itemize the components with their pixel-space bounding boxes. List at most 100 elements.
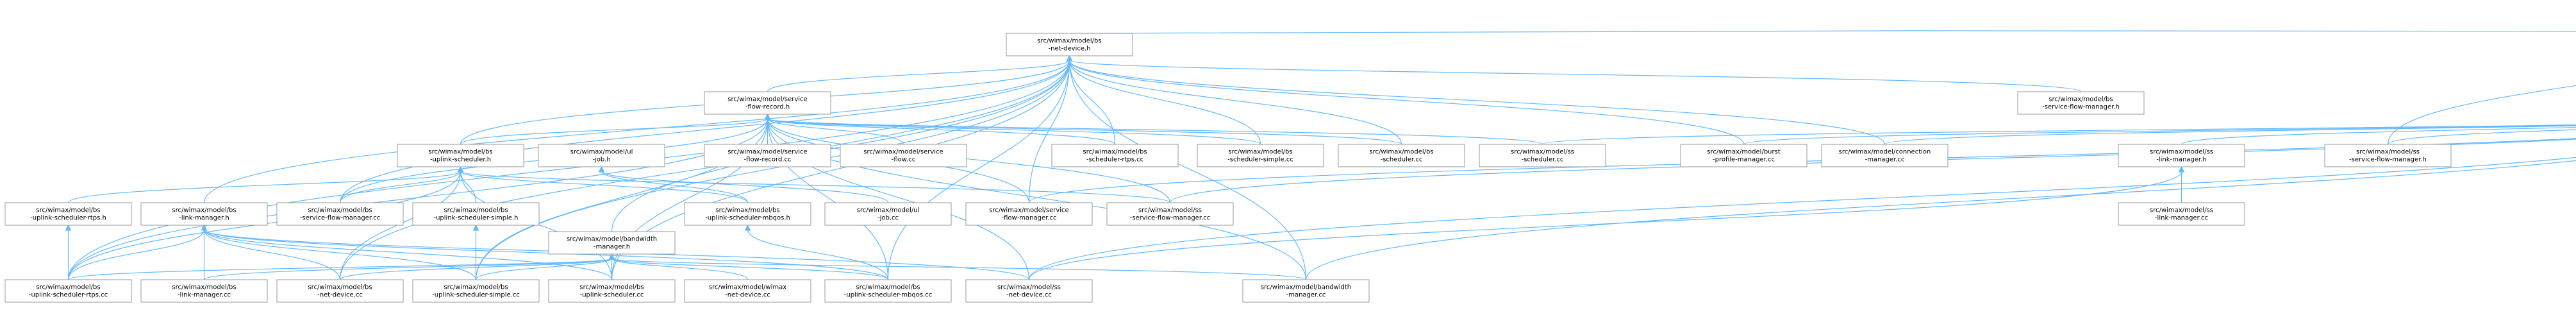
node-box[interactable] (1106, 202, 1234, 226)
node-box[interactable] (412, 279, 540, 303)
graph-node-ss-service-flow-manager-cc[interactable]: src/wimax/model/ss-service-flow-manager.… (1106, 202, 1234, 226)
node-box[interactable] (1338, 144, 1465, 167)
node-label-line: src/wimax/model/connection (1839, 149, 1931, 156)
node-box[interactable] (412, 202, 540, 226)
node-box[interactable] (1680, 144, 1807, 167)
node-box[interactable] (276, 279, 404, 303)
node-label-line: -manager.h (594, 244, 630, 251)
graph-node-bs-net-device-h[interactable]: src/wimax/model/bs-net-device.h (1006, 33, 1133, 56)
node-box[interactable] (548, 231, 676, 255)
node-label-line: src/wimax/model/service (989, 207, 1068, 214)
graph-node-bandwidth-manager-h[interactable]: src/wimax/model/bandwidth-manager.h (548, 231, 676, 255)
graph-node-bs-uplink-scheduler-h[interactable]: src/wimax/model/bs-uplink-scheduler.h (397, 144, 524, 167)
graph-node-service-flow-cc[interactable]: src/wimax/model/service-flow.cc (840, 144, 967, 167)
node-box[interactable] (4, 202, 132, 226)
node-box[interactable] (1006, 33, 1133, 56)
graph-node-connection-manager-cc[interactable]: src/wimax/model/connection-manager.cc (1821, 144, 1949, 167)
node-box[interactable] (276, 202, 404, 226)
node-label-line: src/wimax/model/bs (444, 284, 508, 291)
graph-node-bs-service-flow-manager-cc[interactable]: src/wimax/model/bs-service-flow-manager.… (276, 202, 404, 226)
graph-node-bs-uplink-scheduler-rtps-cc[interactable]: src/wimax/model/bs-uplink-scheduler-rtps… (4, 279, 132, 303)
node-label-line: -uplink-scheduler-mbqos.h (705, 215, 790, 222)
graph-node-service-flow-record-cc[interactable]: src/wimax/model/service-flow-record.cc (704, 144, 831, 167)
graph-node-burst-profile-manager-cc[interactable]: src/wimax/model/burst-profile-manager.cc (1680, 144, 1807, 167)
nodes-layer: src/wimax/model/ipcs-classifier.hsrc/wim… (4, 33, 2452, 303)
node-box[interactable] (548, 279, 676, 303)
graph-node-bs-link-manager-cc[interactable]: src/wimax/model/bs-link-manager.cc (140, 279, 268, 303)
graph-node-bs-net-device-cc[interactable]: src/wimax/model/bs-net-device.cc (276, 279, 404, 303)
graph-node-bs-service-flow-manager-h[interactable]: src/wimax/model/bs-service-flow-manager.… (2017, 91, 2145, 115)
graph-node-bs-scheduler-cc[interactable]: src/wimax/model/bs-scheduler.cc (1338, 144, 1465, 167)
node-label-line: -profile-manager.cc (1713, 157, 1775, 164)
node-box[interactable] (824, 279, 952, 303)
node-box[interactable] (1051, 144, 1179, 167)
edge-bs-uplink-scheduler-h-to-bs-uplink-scheduler-mbqos-h (460, 171, 749, 203)
edge-service-flow-record-h-to-bs-scheduler-simple-cc (767, 118, 1261, 145)
node-box[interactable] (140, 279, 268, 303)
graph-node-ss-net-device-cc[interactable]: src/wimax/model/ss-net-device.cc (965, 279, 1093, 303)
node-box[interactable] (538, 144, 665, 167)
edge-bs-uplink-scheduler-h-to-bs-service-flow-manager-cc (339, 171, 461, 203)
node-box[interactable] (684, 202, 811, 226)
graph-node-bs-uplink-scheduler-mbqos-h[interactable]: src/wimax/model/bs-uplink-scheduler-mbqo… (684, 202, 811, 226)
graph-node-bs-uplink-scheduler-simple-cc[interactable]: src/wimax/model/bs-uplink-scheduler-simp… (412, 279, 540, 303)
edge-arrowhead (2178, 166, 2185, 173)
node-box[interactable] (4, 279, 132, 303)
node-box[interactable] (824, 202, 952, 226)
edge-service-flow-record-h-to-bs-uplink-scheduler-h (460, 118, 769, 145)
node-label-line: -manager.cc (1865, 157, 1905, 164)
edge-bandwidth-manager-h-to-bs-uplink-scheduler-simple-cc (475, 258, 613, 280)
node-box[interactable] (1242, 279, 1370, 303)
node-box[interactable] (704, 91, 831, 115)
edge-arrowhead (764, 113, 771, 120)
graph-node-ul-job-h[interactable]: src/wimax/model/ul-job.h (538, 144, 665, 167)
graph-node-bs-scheduler-rtps-cc[interactable]: src/wimax/model/bs-scheduler-rtps.cc (1051, 144, 1179, 167)
graph-node-service-flow-record-h[interactable]: src/wimax/model/service-flow-record.h (704, 91, 831, 115)
node-box[interactable] (2324, 144, 2452, 167)
graph-node-ss-link-manager-cc[interactable]: src/wimax/model/ss-link-manager.cc (2118, 202, 2245, 226)
graph-node-bs-link-manager-h[interactable]: src/wimax/model/bs-link-manager.h (140, 202, 268, 226)
node-box[interactable] (965, 279, 1093, 303)
node-box[interactable] (1821, 144, 1949, 167)
node-box[interactable] (840, 144, 967, 167)
edge-service-flow-record-h-to-ss-net-device-cc (767, 118, 1030, 280)
node-box[interactable] (704, 144, 831, 167)
node-box[interactable] (965, 202, 1093, 226)
node-label-line: -net-device.h (1049, 46, 1091, 53)
graph-node-bs-scheduler-simple-cc[interactable]: src/wimax/model/bs-scheduler-simple.cc (1197, 144, 1324, 167)
graph-node-bs-uplink-scheduler-rtps-h[interactable]: src/wimax/model/bs-uplink-scheduler-rtps… (4, 202, 132, 226)
node-label-line: src/wimax/model/ss (1138, 207, 1202, 214)
graph-node-bs-uplink-scheduler-cc[interactable]: src/wimax/model/bs-uplink-scheduler.cc (548, 279, 676, 303)
graph-node-bandwidth-manager-cc[interactable]: src/wimax/model/bandwidth-manager.cc (1242, 279, 1370, 303)
edge-bs-link-manager-h-to-bs-uplink-scheduler-simple-cc (203, 229, 477, 280)
graph-node-bs-uplink-scheduler-mbqos-cc[interactable]: src/wimax/model/bs-uplink-scheduler-mbqo… (824, 279, 952, 303)
graph-node-bs-uplink-scheduler-simple-h[interactable]: src/wimax/model/bs-uplink-scheduler-simp… (412, 202, 540, 226)
node-box[interactable] (2118, 202, 2245, 226)
edge-ss-net-device-h-to-burst-profile-manager-cc (1743, 124, 2576, 145)
graph-node-ss-link-manager-h[interactable]: src/wimax/model/ss-link-manager.h (2118, 144, 2245, 167)
node-box[interactable] (684, 279, 811, 303)
node-box[interactable] (397, 144, 524, 167)
node-box[interactable] (140, 202, 268, 226)
edge-ss-net-device-h-to-ss-link-manager-h (2181, 127, 2576, 145)
edge-bandwidth-manager-h-to-wimax-net-device-cc (611, 258, 749, 280)
node-label-line: -job.h (592, 157, 610, 164)
node-label-line: src/wimax/model/burst (1707, 149, 1781, 156)
edge-arrowhead (744, 224, 751, 231)
graph-node-ul-job-cc[interactable]: src/wimax/model/ul-job.cc (824, 202, 952, 226)
node-box[interactable] (2118, 144, 2245, 167)
edge-arrowhead (472, 224, 479, 231)
graph-node-ss-service-flow-manager-h[interactable]: src/wimax/model/ss-service-flow-manager.… (2324, 144, 2452, 167)
graph-node-service-flow-manager-cc[interactable]: src/wimax/model/service-flow-manager.cc (965, 202, 1093, 226)
node-label-line: -service-flow-manager.h (2349, 157, 2427, 164)
node-label-line: src/wimax/model/bs (428, 149, 492, 156)
graph-node-wimax-net-device-cc[interactable]: src/wimax/model/wimax-net-device.cc (684, 279, 811, 303)
edge-arrowhead (457, 166, 464, 173)
node-box[interactable] (1197, 144, 1324, 167)
edge-ss-net-device-h-to-ss-net-device-cc (1028, 157, 2576, 280)
edge-ss-net-device-h-to-connection-manager-cc (1884, 125, 2576, 145)
graph-node-ss-scheduler-cc[interactable]: src/wimax/model/ss-scheduler.cc (1479, 144, 1606, 167)
node-box[interactable] (2017, 91, 2145, 115)
node-box[interactable] (1479, 144, 1606, 167)
node-label-line: -flow-record.cc (744, 157, 792, 164)
